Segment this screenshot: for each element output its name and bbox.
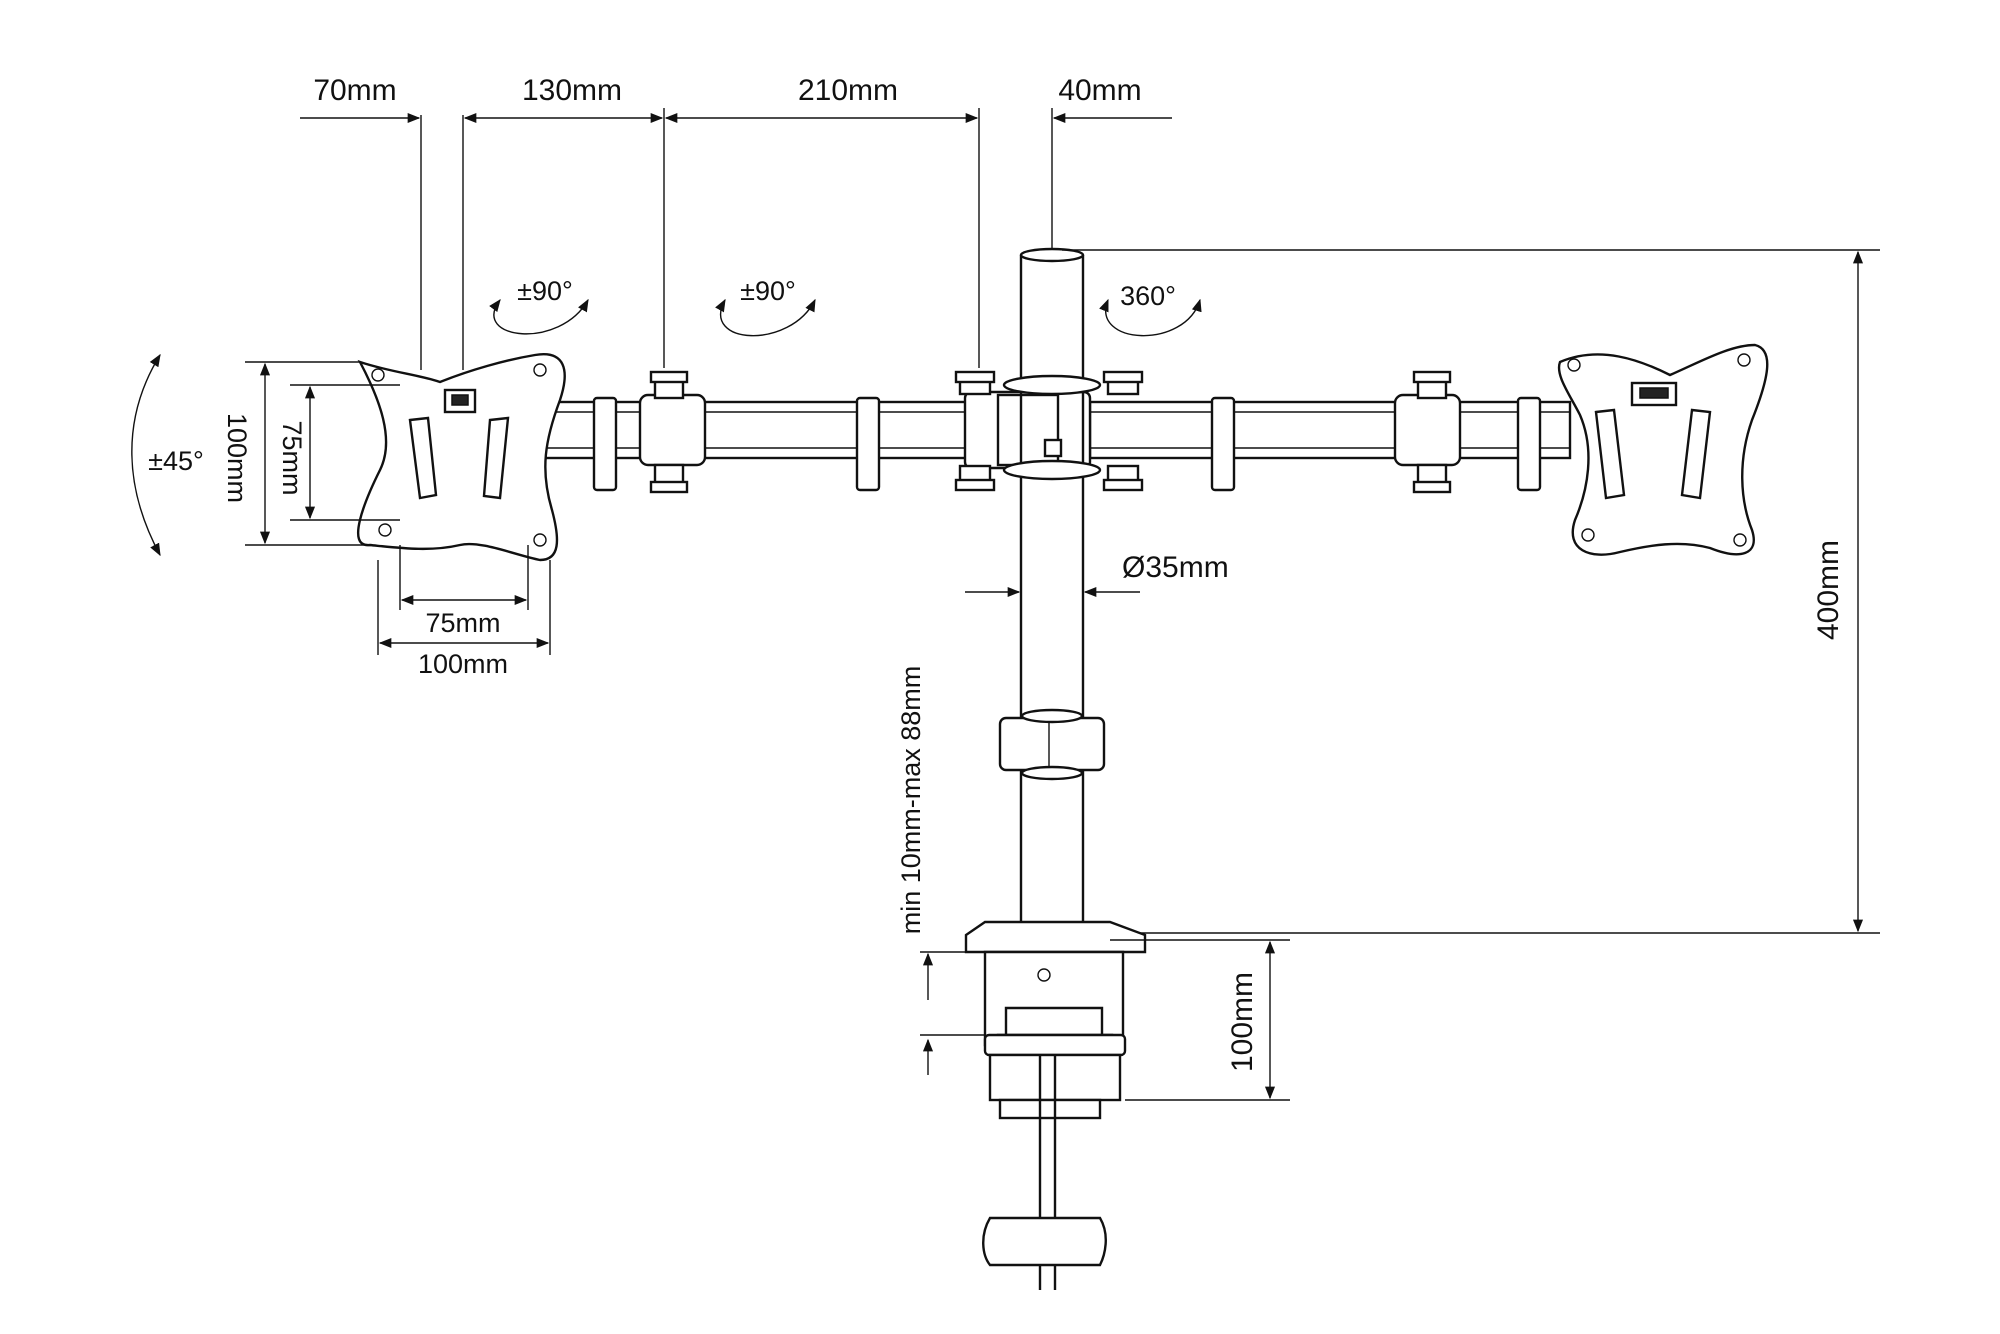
dim-40mm: 40mm [1058,74,1141,107]
rotation-indicators: ±90° ±90° 360° ±45° [131,276,1202,557]
dim-plate-width-inner: 75mm [425,608,500,638]
rotation-joint-swivel: ±90° [740,276,796,306]
right-elbow-joint [1393,370,1462,494]
clamp-dimensions: min 10mm-max 88mm 100mm [896,666,1290,1101]
dim-plate-height-inner: 75mm [277,420,307,495]
left-elbow-joint [638,370,707,494]
dim-130mm: 130mm [522,74,622,107]
dim-210mm: 210mm [798,74,898,107]
arm-assembly [543,370,1572,494]
dim-70mm: 70mm [313,74,396,107]
center-hub [954,370,1144,492]
right-vesa-plate [1557,343,1769,556]
dim-clamp-height: 100mm [1226,972,1259,1072]
left-vesa-plate [356,353,566,562]
rotation-plate-swivel: ±90° [517,276,573,306]
total-height-dimension: 400mm [1062,249,1880,934]
dim-plate-height-outer: 100mm [222,413,252,503]
dim-pole-diameter: Ø35mm [1122,551,1229,584]
cable-clip [592,396,1542,492]
dim-clamp-range: min 10mm-max 88mm [896,666,926,935]
plate-dimensions: 100mm 75mm 75mm 100mm [222,361,551,679]
dim-plate-width-outer: 100mm [418,649,508,679]
rotation-pole: 360° [1120,281,1176,311]
desk-clamp [964,920,1147,1290]
pole [998,247,1106,930]
pole-diameter-dimension: Ø35mm [965,551,1229,598]
top-dimensions: 70mm 130mm 210mm 40mm [300,74,1172,370]
dim-total-height: 400mm [1812,540,1845,640]
rotation-tilt: ±45° [148,446,204,476]
